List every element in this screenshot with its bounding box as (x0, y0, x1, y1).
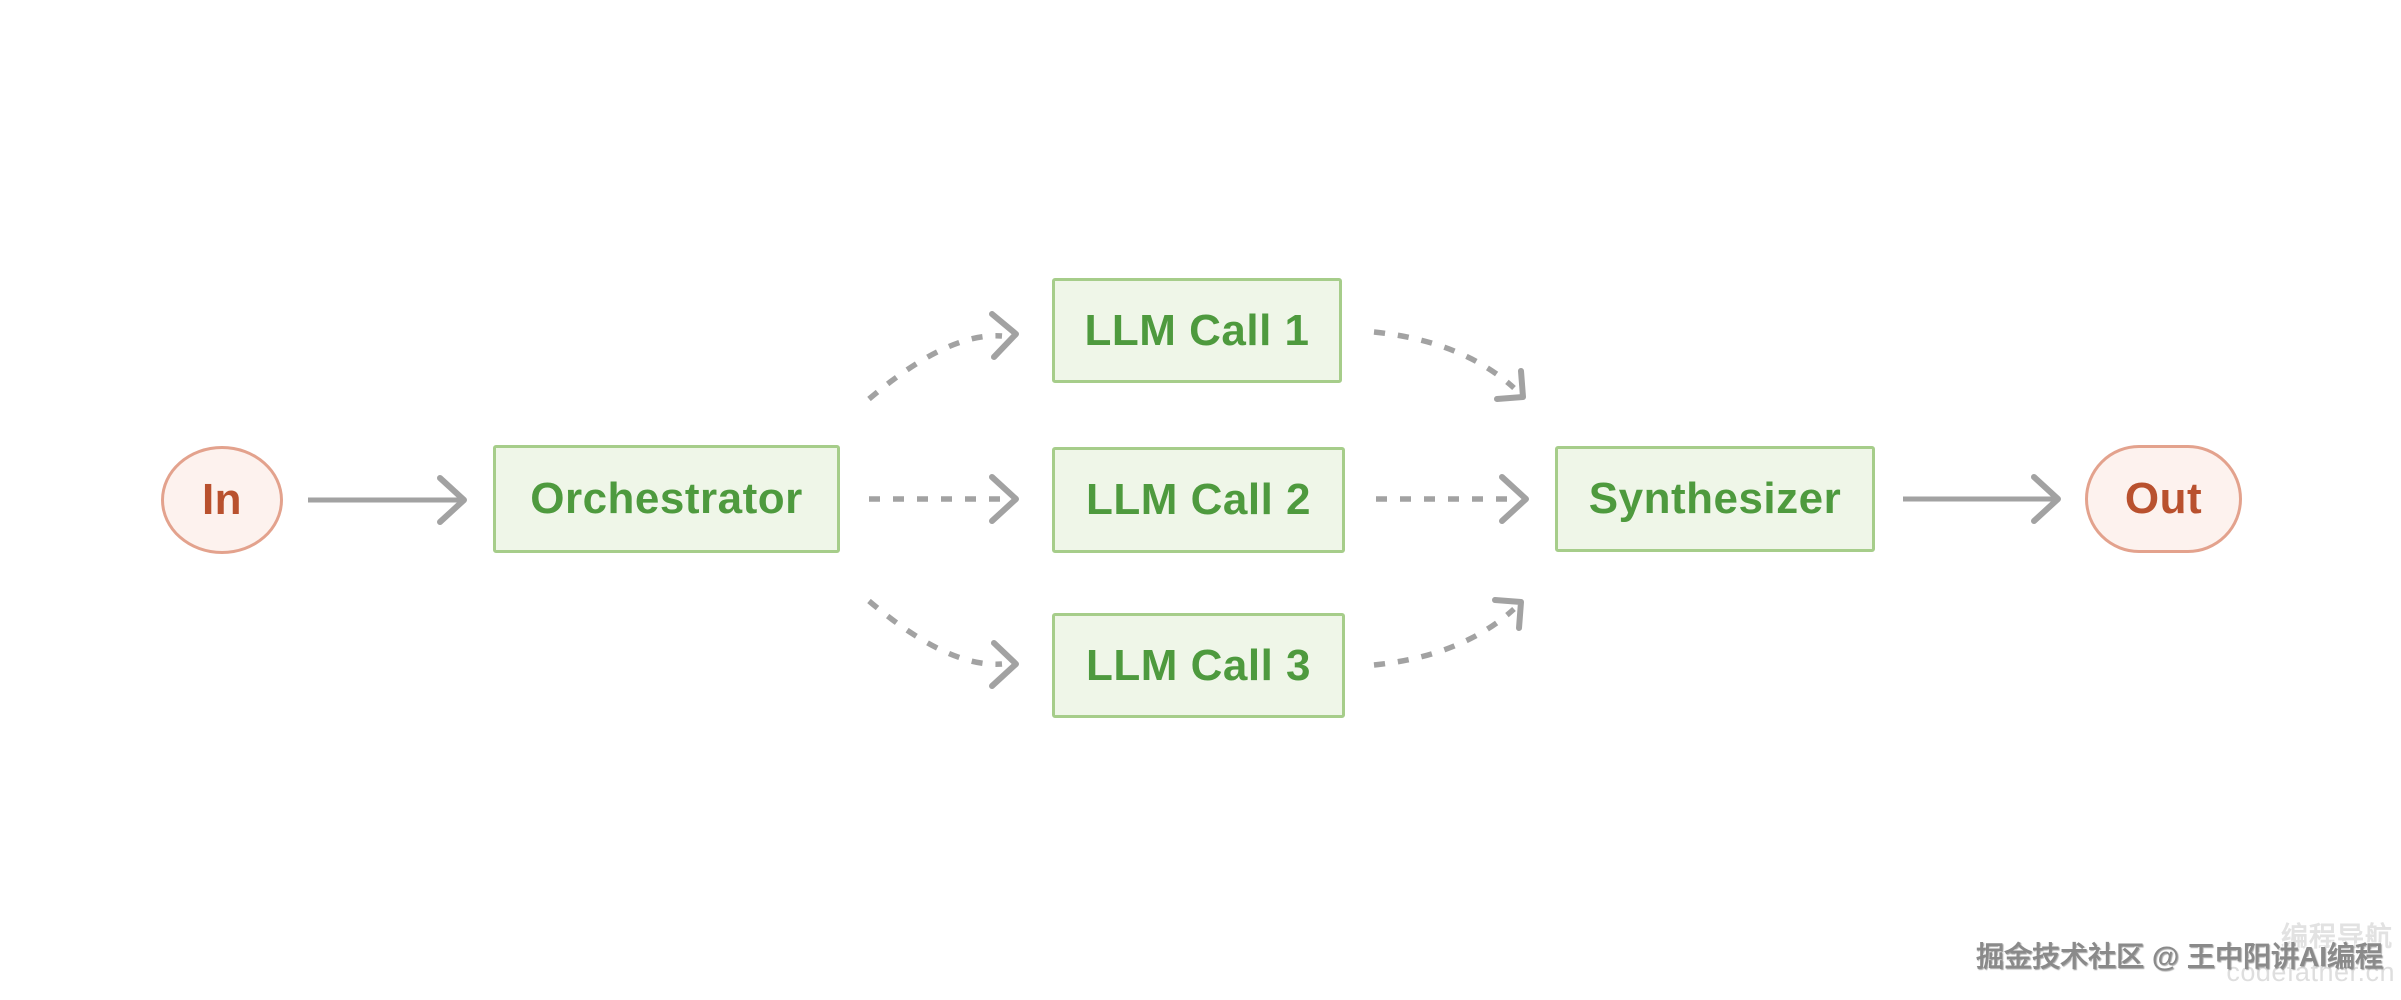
node-out: Out (2085, 445, 2242, 553)
node-orchestrator-label: Orchestrator (530, 474, 803, 523)
node-llm-call-2-label: LLM Call 2 (1085, 475, 1312, 524)
arrow-call3-to-synthesizer (1373, 597, 1524, 668)
arrow-orchestrator-to-call2 (869, 474, 1019, 524)
arrowhead-icon (1492, 597, 1524, 631)
arrowhead-icon (989, 474, 1019, 524)
node-llm-call-2: LLM Call 2 (1052, 447, 1345, 553)
arrow-call1-to-synthesizer (1373, 329, 1526, 402)
node-synthesizer: Synthesizer (1555, 446, 1875, 552)
node-orchestrator: Orchestrator (493, 445, 840, 553)
arrowhead-icon (437, 475, 467, 525)
node-llm-call-3-label: LLM Call 3 (1085, 640, 1312, 690)
arrow-synthesizer-to-out (1903, 474, 2061, 524)
arrow-orchestrator-to-call3 (867, 598, 1019, 689)
node-llm-call-1-label: LLM Call 1 (1084, 305, 1310, 355)
arrowhead-icon (989, 311, 1019, 360)
arrowhead-icon (1494, 368, 1526, 402)
node-synthesizer-label: Synthesizer (1588, 474, 1842, 523)
arrow-in-to-orchestrator (308, 475, 467, 525)
node-in: In (161, 446, 283, 554)
arrowhead-icon (1499, 474, 1529, 524)
node-out-label: Out (2124, 474, 2203, 523)
arrow-orchestrator-to-call1 (867, 311, 1019, 402)
node-llm-call-1: LLM Call 1 (1052, 278, 1342, 383)
arrowhead-icon (2031, 474, 2061, 524)
arrowhead-icon (989, 640, 1019, 689)
arrow-call2-to-synthesizer (1376, 474, 1529, 524)
node-in-label: In (201, 475, 243, 524)
node-llm-call-3: LLM Call 3 (1052, 613, 1345, 718)
